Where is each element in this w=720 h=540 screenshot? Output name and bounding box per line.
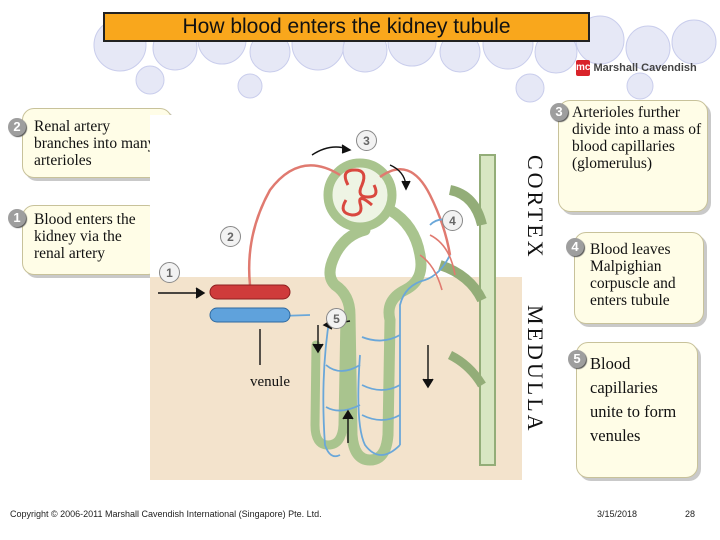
collecting-branch-2 xyxy=(438,260,487,303)
callout-3-text: Arterioles further divide into a mass of… xyxy=(572,104,702,172)
collecting-branch xyxy=(448,185,487,227)
efferent-arteriole xyxy=(379,167,452,256)
proximal-tubule xyxy=(324,204,427,466)
callout-5-text: Blood capillaries unite to form venules xyxy=(590,354,677,445)
loop-of-henle xyxy=(310,310,350,450)
callout-2 xyxy=(22,108,172,178)
callout-1-text: Blood enters the kidney via the renal ar… xyxy=(34,211,136,262)
capillary-network-red xyxy=(419,234,456,291)
collecting-duct xyxy=(479,154,496,466)
publisher-logo: mc Marshall Cavendish xyxy=(576,58,697,77)
diagram-badge-5: 5 xyxy=(326,308,347,329)
renal-vein xyxy=(209,307,291,323)
footer-date: 3/15/2018 xyxy=(597,509,638,519)
diagram-badge-4: 4 xyxy=(442,210,463,231)
callout-2-text: Renal artery branches into many arteriol… xyxy=(34,118,156,169)
callout-1-number: 1 xyxy=(8,209,26,227)
callout-4-text: Blood leaves Malpighian corpuscle and en… xyxy=(590,241,676,309)
flow-arrows xyxy=(158,144,434,443)
callout-5 xyxy=(576,342,698,478)
diagram-badge-1: 1 xyxy=(159,262,180,283)
afferent-arteriole xyxy=(247,164,341,286)
collecting-branch-3 xyxy=(447,350,486,388)
page-title: How blood enters the kidney tubule xyxy=(103,12,590,42)
diagram-badge-2: 2 xyxy=(220,226,241,247)
callout-5-number: 5 xyxy=(568,350,586,368)
callout-4-number: 4 xyxy=(566,238,584,256)
glomerulus xyxy=(341,168,378,217)
medulla-label: MEDULLA xyxy=(523,305,548,434)
cortex-label: CORTEX xyxy=(523,155,548,260)
callout-4 xyxy=(574,232,704,324)
callout-3-number: 3 xyxy=(550,103,568,121)
callout-2-number: 2 xyxy=(8,118,26,136)
logo-mark: mc xyxy=(576,59,591,76)
venule-label: venule xyxy=(250,374,290,390)
logo-text: Marshall Cavendish xyxy=(593,61,697,74)
diagram-badge-3: 3 xyxy=(356,130,377,151)
kidney-tubule-diagram xyxy=(150,115,522,480)
page-number: 28 xyxy=(685,509,696,519)
renal-artery xyxy=(209,284,291,300)
copyright-text: Copyright © 2006-2011 Marshall Cavendish… xyxy=(10,509,322,519)
callout-1 xyxy=(22,205,160,275)
callout-3 xyxy=(558,100,708,212)
